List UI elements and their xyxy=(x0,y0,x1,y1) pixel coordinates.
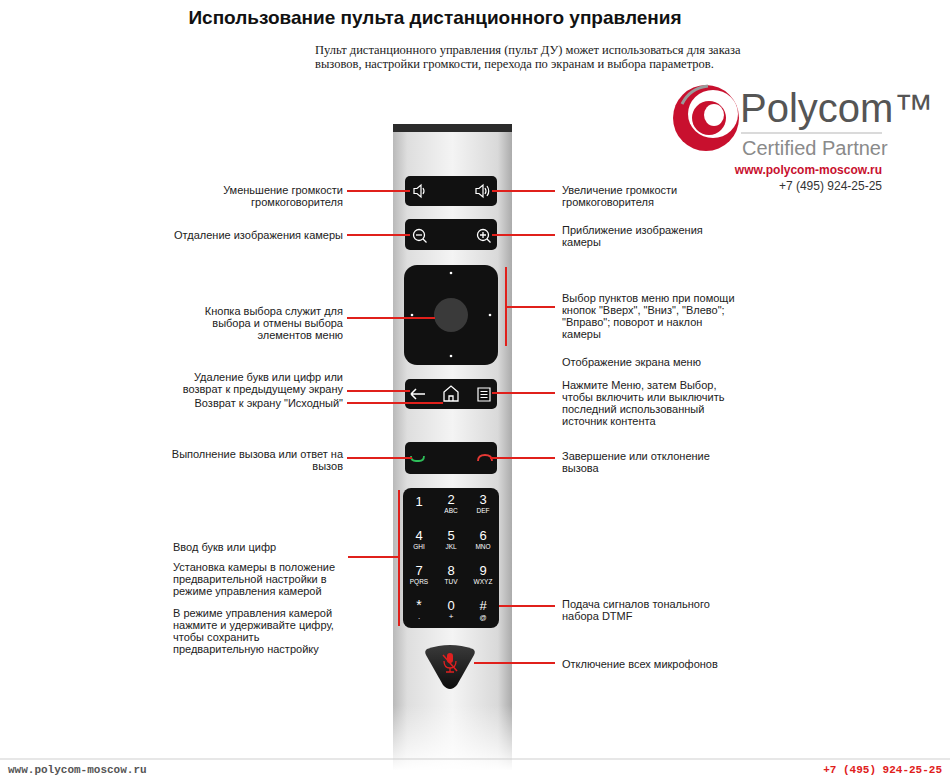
key-digit: 5 xyxy=(447,529,454,542)
callout-text: Нажмите Меню, затем Выбор, чтобы включит… xyxy=(562,379,742,427)
key-digit: 0 xyxy=(447,599,454,612)
callout-text: Увеличение громкости громкоговорителя xyxy=(562,184,722,208)
navigation-pad xyxy=(404,265,498,365)
key-digit: 2 xyxy=(447,493,454,506)
footer-website: www.polycom-moscow.ru xyxy=(8,764,258,777)
home-icon xyxy=(444,386,458,401)
mute-icon xyxy=(443,653,457,672)
back-icon xyxy=(411,389,425,399)
page-title: Использование пульта дистанционного упра… xyxy=(115,7,755,29)
key-letters: DEF xyxy=(477,508,490,515)
callout-text: Уменьшение громкости громкоговорителя xyxy=(203,184,343,208)
key-digit: * xyxy=(416,598,421,612)
callout-text: Выполнение вызова или ответ на вызов xyxy=(163,448,343,472)
end-call-icon xyxy=(478,455,492,461)
navigation-dots xyxy=(411,272,492,358)
callout-text: Приближение изображения камеры xyxy=(562,224,712,248)
callout-text: Отключение всех микрофонов xyxy=(562,658,762,670)
select-button xyxy=(434,298,468,332)
mute-button xyxy=(425,645,475,689)
key-digit: 7 xyxy=(415,564,422,577)
callout-text: В режиме управления камерой нажмите и уд… xyxy=(173,607,348,655)
key-digit: 9 xyxy=(479,564,486,577)
key-letters: @ xyxy=(479,614,486,621)
brand-name: Polycom™ xyxy=(740,86,900,130)
key-letters: ABC xyxy=(444,508,457,515)
zoom-out-icon xyxy=(414,230,427,243)
navigation-row xyxy=(405,379,497,409)
remote-body xyxy=(393,125,512,770)
volume-down-icon xyxy=(414,185,424,197)
zoom-button xyxy=(405,219,497,250)
footer-phone: +7 (495) 924-25-25 xyxy=(692,764,942,777)
callout-text: Удаление букв или цифр или возврат к пре… xyxy=(163,371,343,395)
website: www.polycom-moscow.ru xyxy=(712,163,882,177)
footer-rule xyxy=(0,759,950,760)
volume-up-icon xyxy=(476,185,489,197)
callout-text: Выбор пунктов меню при помощи кнопок "Вв… xyxy=(562,292,737,340)
callout-text: Отображение экрана меню xyxy=(562,356,737,368)
callout-text: Кнопка выбора служит для выбора и отмены… xyxy=(203,305,343,341)
key-letters: . xyxy=(418,613,420,621)
remote-top-band xyxy=(393,124,512,132)
callout-text: Возврат к экрану "Исходный" xyxy=(143,397,343,409)
logo-rule xyxy=(741,133,882,134)
zoom-in-icon xyxy=(478,230,491,243)
key-letters: + xyxy=(449,613,454,621)
leader-lines xyxy=(347,191,555,663)
partner-status: Certified Partner xyxy=(742,137,902,159)
intro-text: Пульт дистанционного управления (пульт Д… xyxy=(315,43,745,71)
callout-text: Завершение или отклонение вызова xyxy=(562,450,722,474)
key-letters: JKL xyxy=(445,544,456,551)
remote-fade xyxy=(393,705,513,771)
polycom-logo-mark xyxy=(673,85,739,151)
key-digit: 4 xyxy=(415,529,422,542)
key-digit: 8 xyxy=(447,564,454,577)
keypad-panel: 1 2ABC 3DEF 4GHI 5JKL 6MNO 7PQRS 8TUV 9WXYZ *. 0+ #… xyxy=(403,488,499,628)
menu-icon xyxy=(478,388,490,401)
volume-button xyxy=(405,176,497,206)
key-letters: WXYZ xyxy=(474,579,493,586)
key-digit: 6 xyxy=(479,529,486,542)
key-letters: MNO xyxy=(475,544,490,551)
key-digit: # xyxy=(479,599,486,612)
phone: +7 (495) 924-25-25 xyxy=(712,179,882,193)
callout-text: Подача сигналов тонального набора DTMF xyxy=(562,598,727,622)
key-digit: 1 xyxy=(415,495,422,508)
call-row xyxy=(405,442,497,474)
key-digit: 3 xyxy=(479,493,486,506)
callout-text: Отдаление изображения камеры xyxy=(143,229,343,241)
call-icon xyxy=(411,456,424,461)
callout-text: Ввод букв или цифр xyxy=(173,541,348,553)
key-letters: GHI xyxy=(413,544,425,551)
callout-text: Установка камеры в положение предварител… xyxy=(173,561,348,597)
key-letters: TUV xyxy=(445,579,458,586)
key-letters: PQRS xyxy=(410,579,428,586)
